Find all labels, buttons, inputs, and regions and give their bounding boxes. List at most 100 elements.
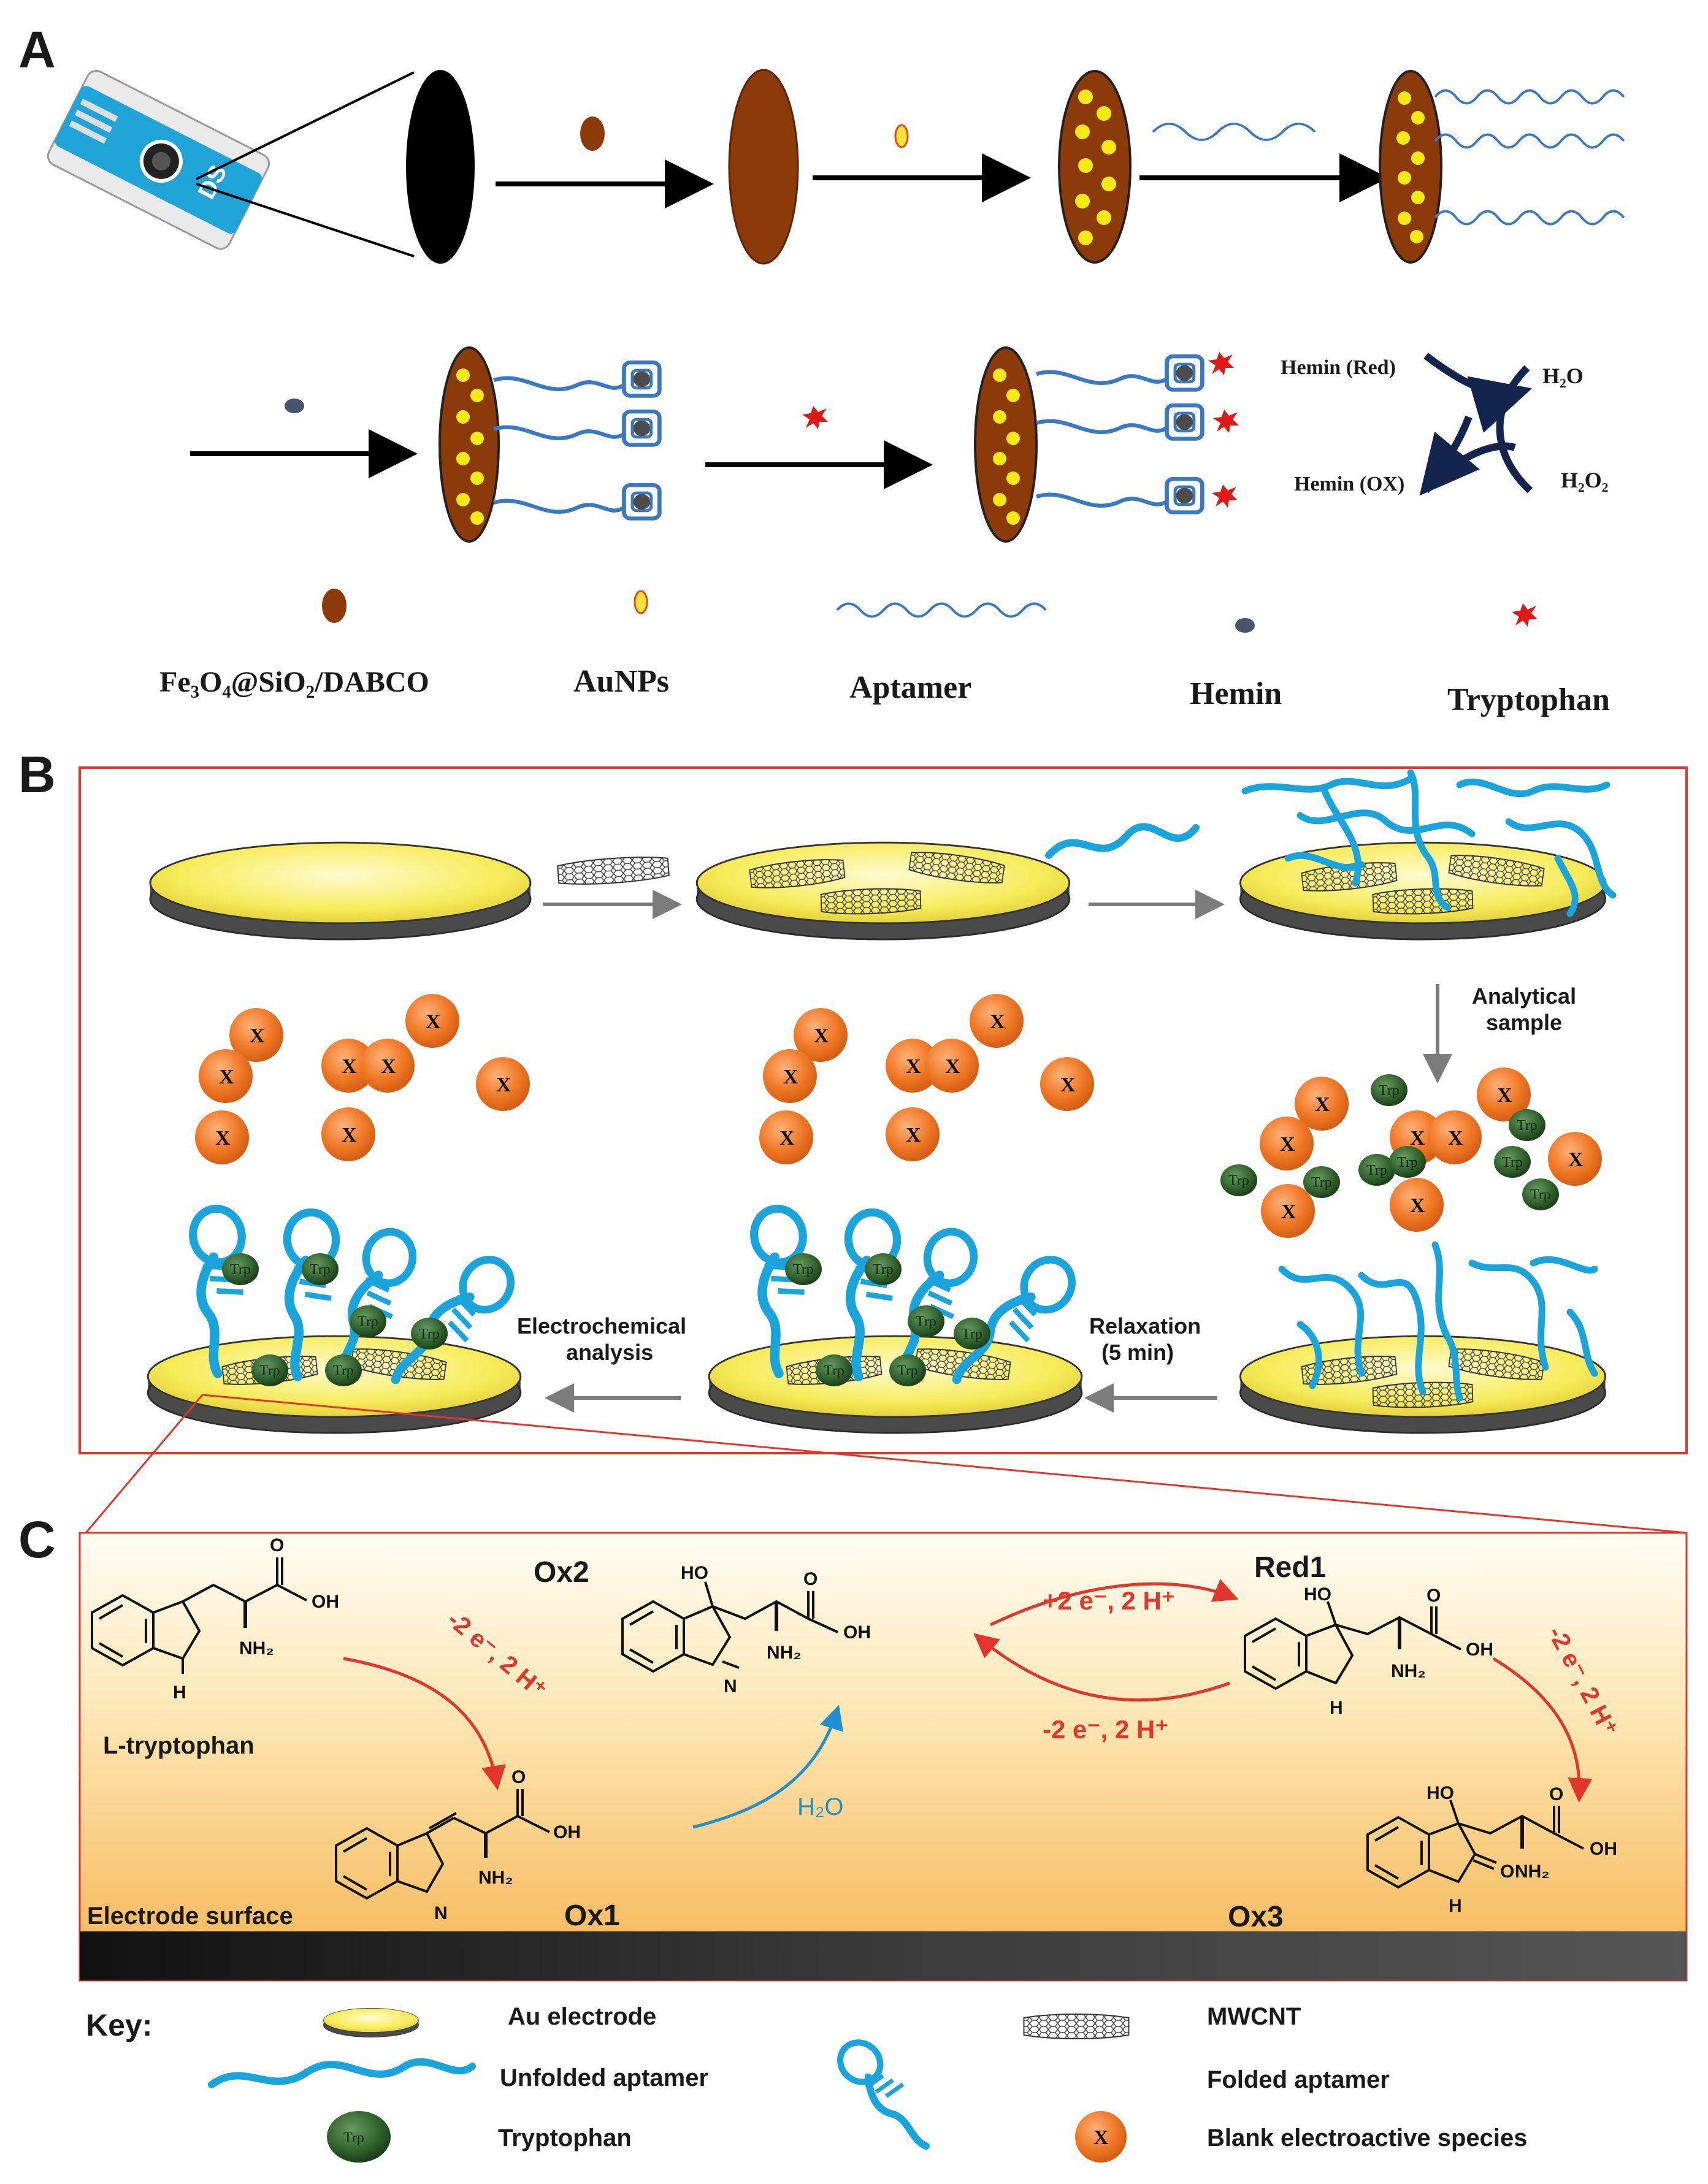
svg-text:O: O bbox=[803, 1569, 818, 1589]
svg-text:H: H bbox=[1449, 1896, 1462, 1916]
svg-text:O: O bbox=[1549, 1784, 1563, 1804]
key-blank-species-icon: X bbox=[1075, 2111, 1127, 2163]
panel-label-b: B bbox=[18, 746, 56, 803]
svg-text:OH: OH bbox=[1590, 1839, 1617, 1859]
h2o2-label: H₂O₂ bbox=[1561, 468, 1609, 492]
ox1-label: Ox1 bbox=[564, 1900, 620, 1932]
svg-text:X: X bbox=[783, 1066, 798, 1088]
svg-text:NH₂: NH₂ bbox=[1515, 1861, 1550, 1882]
electrochemical-line2: analysis bbox=[566, 1340, 653, 1365]
legend-aunps: AuNPs bbox=[573, 664, 669, 699]
svg-text:OH: OH bbox=[312, 1592, 339, 1612]
arrow-c3-label: -2 e⁻, 2 H⁺ bbox=[1043, 1715, 1168, 1744]
svg-text:Trp: Trp bbox=[1366, 1163, 1387, 1178]
hemin-cycle: Hemin (Red) H₂O Hemin (OX) H₂O₂ bbox=[1281, 353, 1609, 496]
svg-text:Trp: Trp bbox=[1502, 1155, 1523, 1170]
legend-a: Fe₃O₄@SiO₂/DABCO AuNPs Aptamer Hemin Try… bbox=[159, 589, 1610, 717]
key-mwcnt-label: MWCNT bbox=[1207, 2003, 1301, 2030]
screen-printed-electrode: DS bbox=[47, 70, 270, 250]
hemin-electrode bbox=[438, 346, 659, 543]
svg-text:OH: OH bbox=[553, 1822, 581, 1842]
svg-text:OH: OH bbox=[843, 1622, 871, 1643]
svg-text:H: H bbox=[1330, 1698, 1343, 1718]
svg-text:X: X bbox=[1093, 2126, 1109, 2149]
svg-text:X: X bbox=[906, 1124, 921, 1147]
legend-aptamer: Aptamer bbox=[849, 670, 971, 705]
svg-text:Trp: Trp bbox=[358, 1314, 378, 1330]
key-unfolded-aptamer-icon bbox=[208, 2058, 476, 2088]
svg-text:O: O bbox=[270, 1535, 284, 1556]
svg-text:Trp: Trp bbox=[1228, 1173, 1249, 1189]
relaxation-line1: Relaxation bbox=[1089, 1313, 1201, 1338]
svg-text:X: X bbox=[945, 1055, 960, 1078]
svg-text:X: X bbox=[990, 1010, 1005, 1033]
svg-text:NH₂: NH₂ bbox=[767, 1643, 802, 1663]
svg-text:Trp: Trp bbox=[1530, 1187, 1551, 1203]
svg-text:HO: HO bbox=[1304, 1584, 1331, 1605]
arrow-c4 bbox=[1492, 1657, 1593, 1803]
key-au-label: Au electrode bbox=[508, 2003, 656, 2030]
aptamer-electrode bbox=[1379, 70, 1625, 264]
zoom-line-right bbox=[202, 1394, 1687, 1534]
svg-text:Trp: Trp bbox=[916, 1314, 936, 1330]
modified-electrode bbox=[728, 69, 799, 265]
svg-text:X: X bbox=[381, 1055, 396, 1078]
svg-text:X: X bbox=[1568, 1148, 1584, 1171]
ox3-label: Ox3 bbox=[1228, 1901, 1284, 1933]
svg-text:X: X bbox=[219, 1066, 234, 1088]
svg-text:X: X bbox=[426, 1010, 441, 1033]
svg-text:X: X bbox=[814, 1025, 829, 1047]
aunp-particle bbox=[894, 124, 909, 148]
sample-mixture: X X X X X X X X Trp Trp Trp Trp Trp Trp … bbox=[1220, 1067, 1602, 1238]
legend-fe3o4: Fe₃O₄@SiO₂/DABCO bbox=[159, 666, 429, 698]
svg-text:Trp: Trp bbox=[897, 1363, 918, 1379]
svg-text:N: N bbox=[724, 1676, 737, 1697]
svg-text:X: X bbox=[1410, 1127, 1425, 1150]
panel-label-a: A bbox=[18, 21, 56, 78]
key: Key: Au electrode Unfolded aptamer Trp T… bbox=[86, 2003, 1528, 2163]
svg-text:X: X bbox=[1060, 1074, 1076, 1096]
zoom-line-left bbox=[85, 1394, 204, 1533]
svg-text:Trp: Trp bbox=[1397, 1155, 1418, 1170]
disc-folded-aptamer-left: Trp Trp Trp Trp Trp Trp bbox=[147, 1204, 521, 1434]
fe3o4-particle bbox=[580, 116, 605, 151]
arrow-c-h2o bbox=[692, 1705, 843, 1829]
structure-ox2: N HO O OH NH₂ bbox=[621, 1563, 871, 1697]
svg-text:X: X bbox=[215, 1127, 231, 1150]
ox2-label: Ox2 bbox=[534, 1556, 589, 1589]
svg-text:Trp: Trp bbox=[1517, 1118, 1538, 1134]
structure-red1: H HO O OH NH₂ bbox=[1244, 1584, 1493, 1718]
svg-text:Trp: Trp bbox=[343, 2130, 364, 2146]
key-trp-label: Tryptophan bbox=[498, 2125, 632, 2152]
blank-species-left: X X X X X X X X bbox=[195, 994, 530, 1164]
svg-text:Trp: Trp bbox=[333, 1363, 354, 1379]
analytical-sample-line2: sample bbox=[1486, 1010, 1562, 1035]
l-tryptophan-label: L-tryptophan bbox=[103, 1732, 255, 1759]
disc-folded-aptamer-middle: Trp Trp Trp Trp Trp Trp bbox=[708, 1204, 1082, 1434]
svg-text:O: O bbox=[1427, 1586, 1441, 1606]
key-mwcnt-icon bbox=[1023, 2014, 1130, 2039]
key-trp-icon: Trp bbox=[327, 2111, 391, 2163]
svg-text:NH₂: NH₂ bbox=[478, 1868, 513, 1888]
svg-text:Trp: Trp bbox=[873, 1262, 894, 1278]
arrow-c1 bbox=[343, 1657, 506, 1790]
legend-tryptophan: Tryptophan bbox=[1447, 682, 1610, 717]
structure-ox1: N O OH NH₂ bbox=[335, 1767, 581, 1923]
svg-text:O: O bbox=[1500, 1861, 1514, 1882]
hemin-ox-label: Hemin (OX) bbox=[1294, 473, 1404, 495]
svg-text:X: X bbox=[1497, 1084, 1512, 1107]
svg-text:N: N bbox=[434, 1903, 448, 1923]
key-unfolded-label: Unfolded aptamer bbox=[500, 2064, 708, 2091]
svg-text:Trp: Trp bbox=[230, 1262, 251, 1278]
tryptophan-electrode bbox=[974, 346, 1239, 543]
electrochemical-line1: Electrochemical bbox=[517, 1313, 686, 1338]
h2o-arrow-label: H₂O bbox=[797, 1793, 844, 1820]
key-folded-label: Folded aptamer bbox=[1207, 2066, 1390, 2093]
blank-species-middle: X X X X X X X X bbox=[759, 994, 1094, 1164]
svg-text:X: X bbox=[342, 1124, 357, 1147]
relaxation-line2: (5 min) bbox=[1101, 1340, 1174, 1365]
svg-text:H: H bbox=[173, 1682, 186, 1703]
svg-text:Trp: Trp bbox=[310, 1262, 331, 1278]
electrode-bar bbox=[80, 1931, 1687, 1980]
